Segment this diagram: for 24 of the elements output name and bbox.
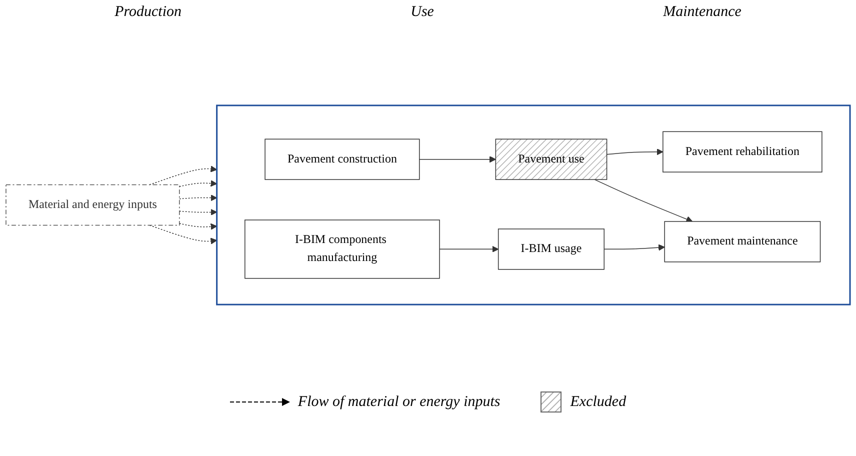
node-box: Pavement rehabilitation: [662, 131, 822, 172]
phase-label: Maintenance: [663, 4, 742, 21]
phase-label: Use: [410, 4, 434, 21]
phase-label: Production: [114, 4, 182, 21]
cluster: [216, 104, 851, 306]
arrow: [179, 194, 218, 202]
node-box: Material and energy inputs: [6, 184, 180, 226]
node-box: I-BIM components manufacturing: [244, 220, 440, 279]
arrow: [149, 166, 218, 186]
arrow: [604, 244, 665, 251]
arrow: [179, 223, 218, 230]
node-box: Pavement use: [495, 138, 608, 180]
arrow: [419, 156, 496, 163]
legend-text: Flow of material or energy inputs: [298, 394, 500, 410]
node-box: Pavement maintenance: [664, 221, 821, 262]
arrow: [594, 179, 693, 222]
arrow: [606, 148, 664, 156]
node-box: Pavement construction: [264, 138, 420, 180]
arrow: [149, 224, 218, 244]
node-box: I-BIM usage: [498, 228, 604, 270]
legend-text: Excluded: [570, 394, 626, 410]
arrow: [179, 180, 218, 187]
arrow: [179, 208, 218, 216]
arrow: [439, 246, 499, 252]
